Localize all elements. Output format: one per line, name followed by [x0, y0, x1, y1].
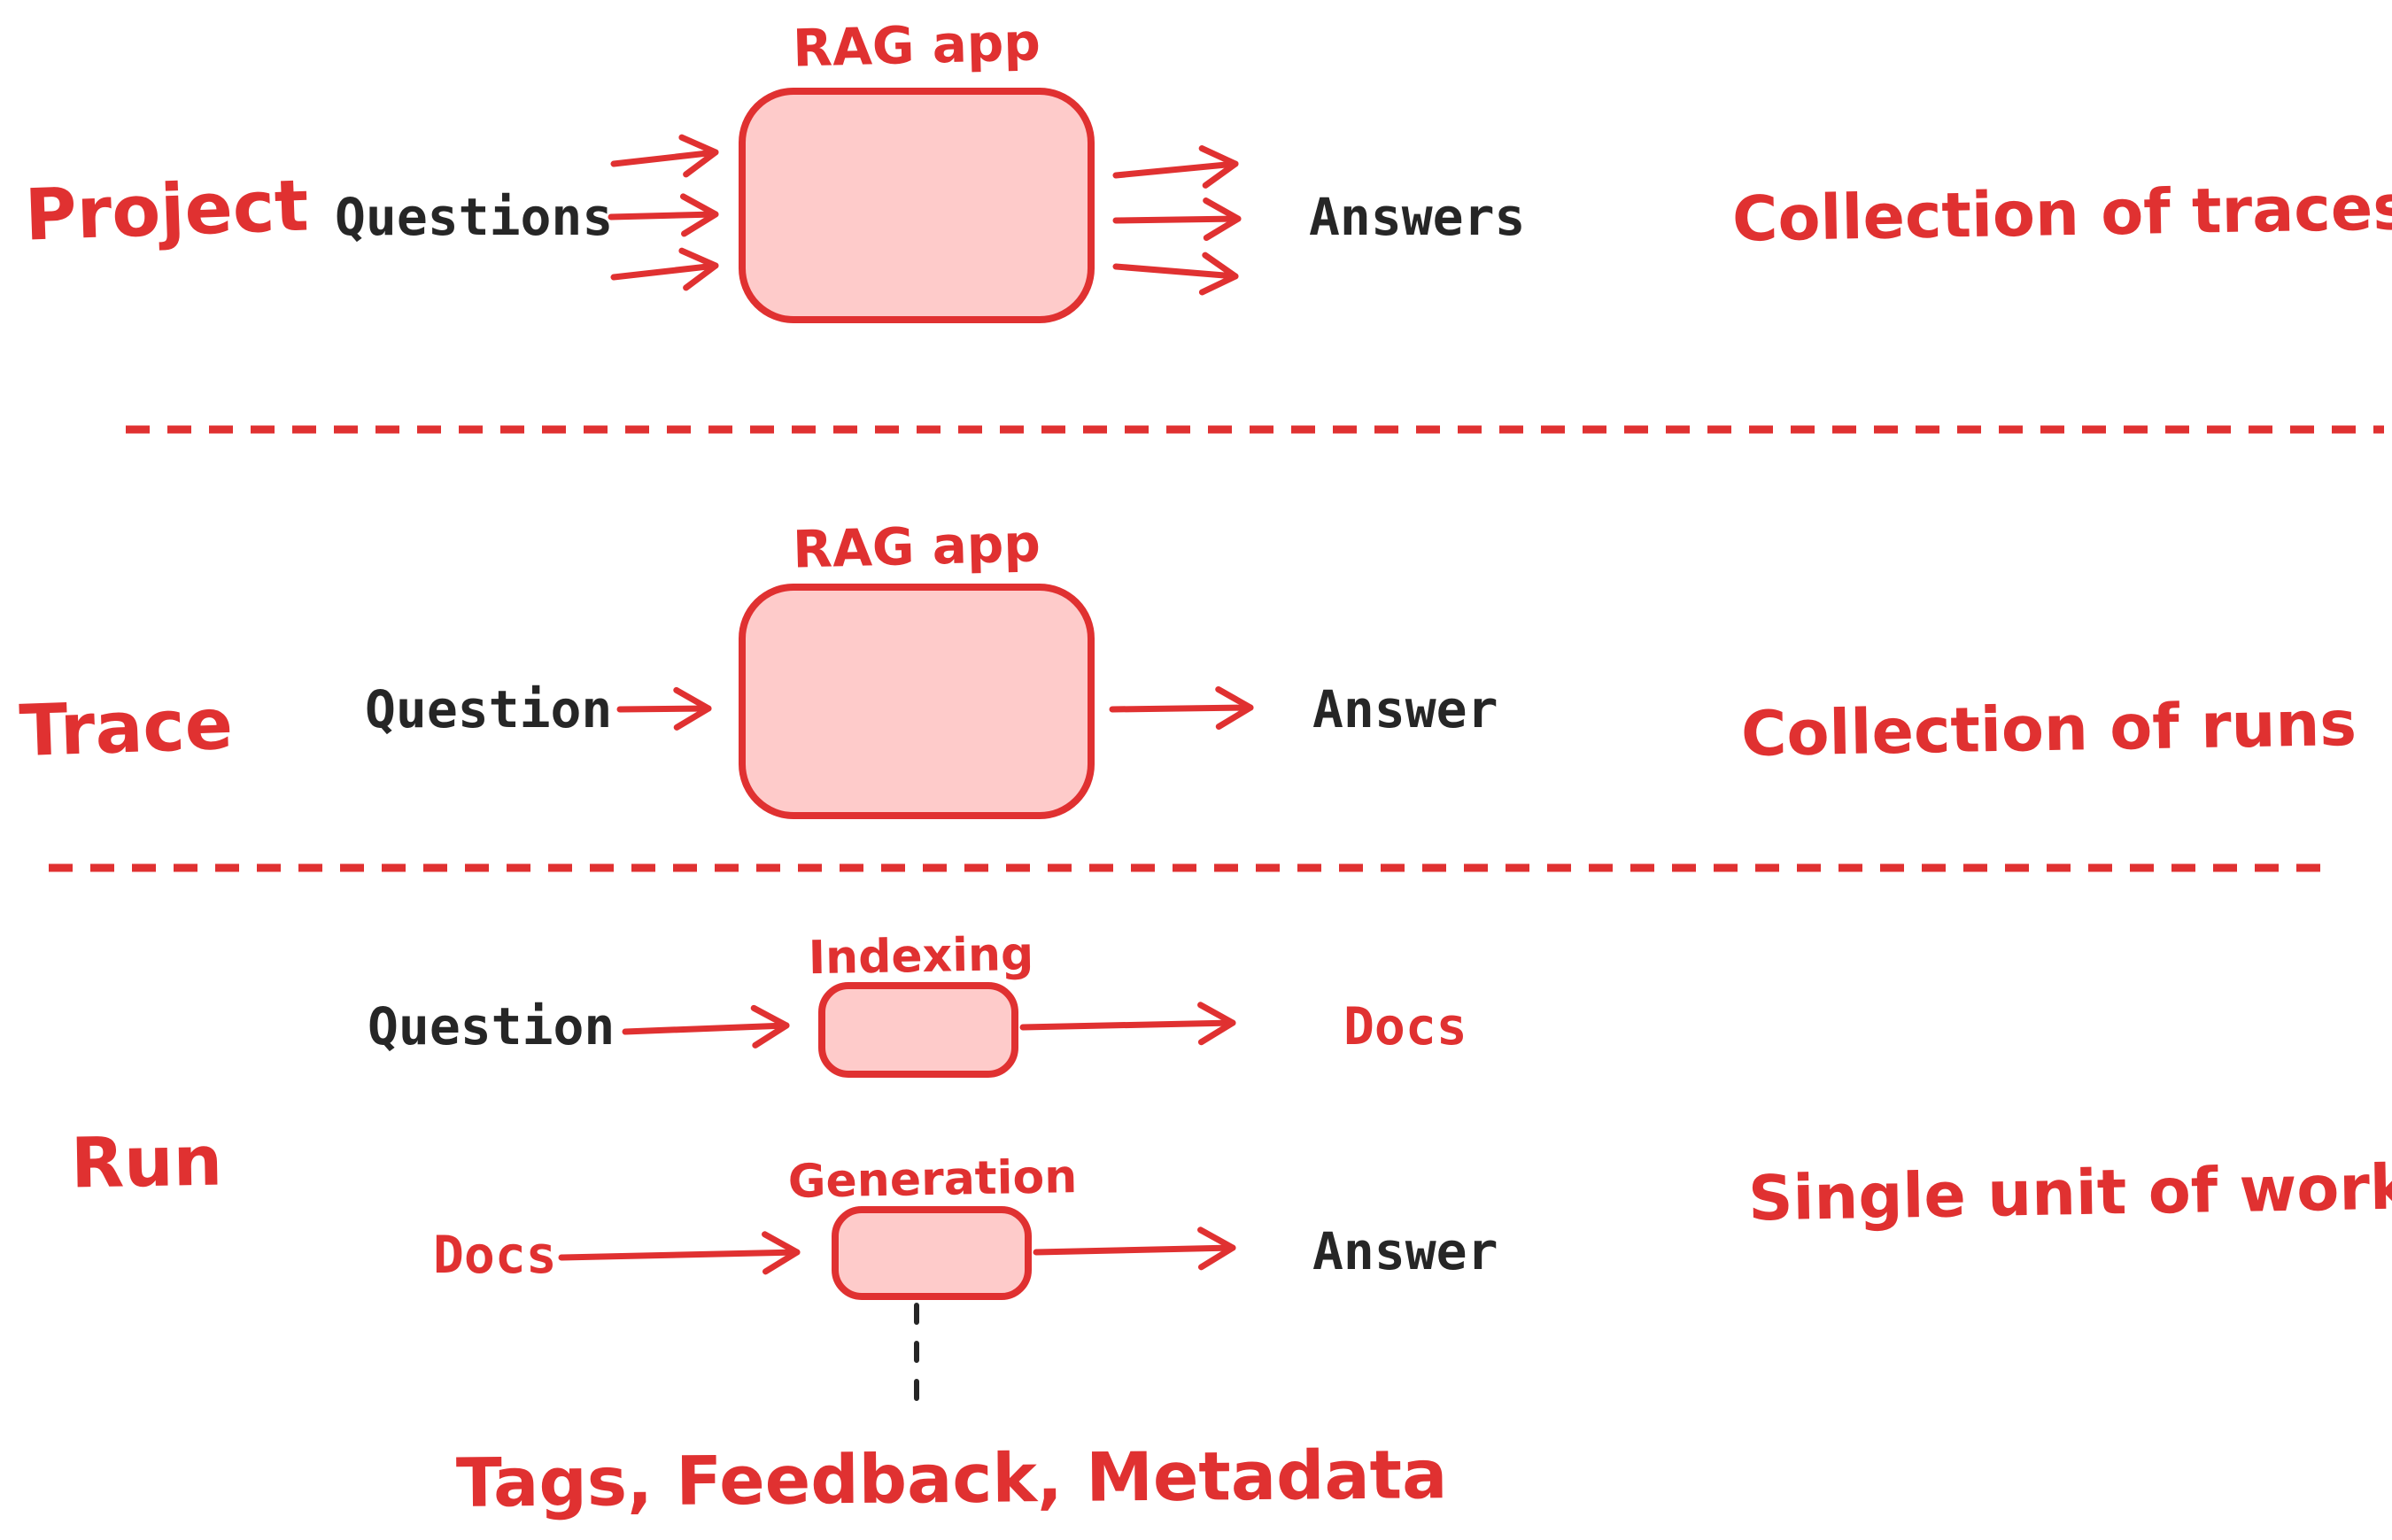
project-section-label: Project — [23, 164, 310, 257]
generation-step-title: Generation — [787, 1150, 1078, 1209]
run-indexing-output-arrow — [1019, 1002, 1236, 1046]
trace-input-label: Question — [365, 679, 613, 739]
project-output-label: Answers — [1309, 187, 1526, 247]
project-output-arrow-1 — [1112, 145, 1239, 189]
run-indexing-input-label: Question — [368, 996, 615, 1056]
rag-app-box-trace — [739, 584, 1095, 819]
rag-app-title-project: RAG app — [792, 12, 1041, 79]
indexing-box — [818, 982, 1018, 1078]
rag-app-title-trace: RAG app — [792, 513, 1041, 580]
run-generation-output-label: Answer — [1312, 1221, 1498, 1281]
trace-description: Collection of runs — [1740, 686, 2357, 771]
project-output-arrow-2 — [1112, 197, 1242, 242]
indexing-step-title: Indexing — [808, 927, 1034, 986]
project-output-arrow-3 — [1112, 252, 1239, 296]
generation-box — [832, 1206, 1032, 1300]
trace-section-label: Trace — [18, 682, 235, 773]
run-generation-output-arrow — [1033, 1227, 1236, 1271]
run-generation-input-label: Docs — [433, 1225, 557, 1285]
project-description: Collection of traces — [1731, 171, 2392, 256]
project-input-arrow-2 — [608, 193, 719, 237]
project-input-arrow-3 — [610, 247, 719, 291]
rag-app-box-project — [739, 88, 1095, 323]
run-indexing-input-arrow — [622, 1004, 790, 1049]
run-generation-input-arrow — [558, 1231, 801, 1275]
run-description: Single unit of work — [1747, 1150, 2392, 1235]
trace-input-arrow — [616, 686, 712, 731]
run-metadata-annotation: Tags, Feedback, Metadata — [455, 1435, 1448, 1522]
trace-output-label: Answer — [1312, 679, 1498, 739]
run-section-label: Run — [70, 1121, 223, 1204]
project-input-label: Questions — [335, 187, 614, 247]
trace-output-arrow — [1109, 685, 1254, 730]
run-indexing-output-label: Docs — [1343, 996, 1467, 1056]
project-input-arrow-1 — [610, 134, 719, 178]
